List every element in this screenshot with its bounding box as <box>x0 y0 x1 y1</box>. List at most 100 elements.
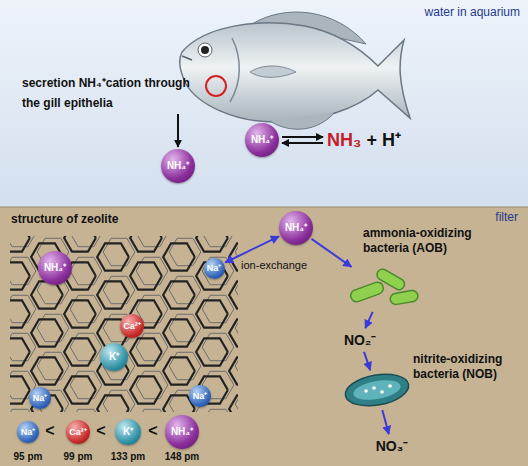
node-text: ammonia-oxidizing bacteria (AOB) <box>363 226 493 256</box>
nob-bacteria: nitrite-oxidizing bacteria (NOB) <box>343 372 411 408</box>
nob-bacterium <box>343 370 411 411</box>
fish <box>180 23 410 122</box>
water-region: water in aquarium secretion NH₄⁺cation th… <box>0 0 528 207</box>
nob-bacterium <box>388 384 392 388</box>
zeolite-cage <box>31 357 63 384</box>
aob-bacteria <box>349 281 385 304</box>
water-band <box>0 0 528 207</box>
equilibrium-product: NH₃ + H⁺ <box>327 129 401 152</box>
zeolite-cage <box>130 376 162 403</box>
ion-label: Na⁺ <box>33 394 48 403</box>
zeolite-cage <box>10 338 30 365</box>
ammonium-ion: NH₄⁺ <box>38 251 72 285</box>
ion-label: Na⁺ <box>207 264 222 273</box>
sodium-ion: Na⁺ <box>29 387 51 409</box>
size-order-sign: < <box>148 422 157 440</box>
node-text: nitrite-oxidizing bacteria (NOB) <box>413 352 523 382</box>
zeolite-cage-back <box>70 236 102 247</box>
ion-label: NH₄⁺ <box>171 427 193 437</box>
node-text: structure of zeolite <box>11 212 118 227</box>
ion-label: NH₄⁺ <box>44 263 66 273</box>
potassium-ion: K⁺ <box>115 419 141 445</box>
zeolite-cage <box>130 338 162 365</box>
zeolite-cage <box>196 338 228 365</box>
reaction-arrow <box>364 352 370 370</box>
zeolite-cage <box>163 281 195 308</box>
zeolite-cage <box>229 281 238 308</box>
nitrate: NO₃⁻ <box>376 436 408 456</box>
sodium-ion: Na⁺ <box>17 421 39 443</box>
aob-bacteria <box>349 267 419 305</box>
zeolite-cage-back <box>235 390 238 412</box>
zeolite-cage <box>229 319 238 346</box>
edge-label: ion-exchange <box>239 259 309 271</box>
ion-label: K⁺ <box>123 427 133 437</box>
sodium-ion: Na⁺ <box>189 385 211 407</box>
zeolite-framework <box>10 236 238 412</box>
process-note: secretion NH₄⁺cation through the gill ep… <box>22 72 192 112</box>
size-order-sign: < <box>96 422 105 440</box>
zeolite-cage <box>229 395 238 412</box>
ion-label: K⁺ <box>109 352 119 362</box>
node-text: NO₃⁻ <box>376 438 408 454</box>
text-part: NH₃ <box>327 130 361 150</box>
zeolite-cage <box>31 281 63 308</box>
ion-label: Na⁺ <box>193 392 208 401</box>
zeolite-cage <box>163 243 195 270</box>
sodium-ion: Na⁺ <box>204 258 225 279</box>
reaction-arrow <box>282 137 323 143</box>
zeolite-cage-back <box>103 390 135 412</box>
ion-label: NH₄⁺ <box>251 135 273 145</box>
nitrite: NO₂⁻ <box>344 330 376 350</box>
zeolite-cage <box>64 376 96 403</box>
zeolite-cage <box>10 262 30 289</box>
fish <box>250 66 296 77</box>
fish <box>198 43 212 57</box>
zeolite-structure: structure of zeoliteNH₄⁺ Na⁺ Ca²⁺ K⁺ Na⁺ Na⁺ <box>5 211 240 415</box>
nob-bacterium <box>343 370 411 411</box>
zeolite-cage <box>163 357 195 384</box>
calcium-ion: Ca²⁺ <box>66 420 90 444</box>
aob-bacteria <box>389 290 418 306</box>
band-border <box>0 207 528 208</box>
reaction-arrow <box>312 239 352 267</box>
ion-radius: 99 pm <box>64 451 93 462</box>
calcium-ion: Ca²⁺ <box>120 314 144 338</box>
zeolite-cage <box>229 357 238 384</box>
aob-bacteria <box>375 267 406 292</box>
filter-region: filter structure of zeoliteNH₄⁺ Na⁺ Ca²⁺ K⁺ N… <box>0 207 528 466</box>
arrow-line <box>365 312 372 328</box>
zeolite-cage <box>31 319 63 346</box>
zeolite-cage <box>130 236 162 252</box>
ion-radius: 95 pm <box>14 451 43 462</box>
zeolite-cage <box>163 319 195 346</box>
node-text: secretion NH₄⁺cation through the gill ep… <box>22 76 190 110</box>
nob-bacterium <box>380 390 384 394</box>
ion-label: Ca²⁺ <box>123 322 141 331</box>
text-part: + H⁺ <box>361 130 401 150</box>
node-text: NO₂⁻ <box>344 332 376 348</box>
ion-label: NH₄⁺ <box>167 161 189 171</box>
gill-marker <box>206 76 226 96</box>
potassium-ion: K⁺ <box>100 343 128 371</box>
zeolite-cage <box>64 300 96 327</box>
arrow-line <box>282 142 323 144</box>
fish <box>180 12 410 129</box>
zeolite-cage <box>130 262 162 289</box>
region-label: water in aquarium <box>425 5 520 20</box>
arrow-line <box>282 136 323 138</box>
ion-radius: 148 pm <box>165 451 199 462</box>
node-text: NH₃ + H⁺ <box>327 130 401 150</box>
fish <box>182 56 192 60</box>
filter-band <box>0 207 528 466</box>
reaction-arrow <box>178 114 179 147</box>
size-order-sign: < <box>45 422 54 440</box>
zeolite-cage-back <box>136 236 168 247</box>
reaction-arrow <box>365 312 372 328</box>
region-label: filter <box>495 210 518 225</box>
ion-label: Na⁺ <box>21 428 36 437</box>
nob-bacterium <box>352 377 402 403</box>
